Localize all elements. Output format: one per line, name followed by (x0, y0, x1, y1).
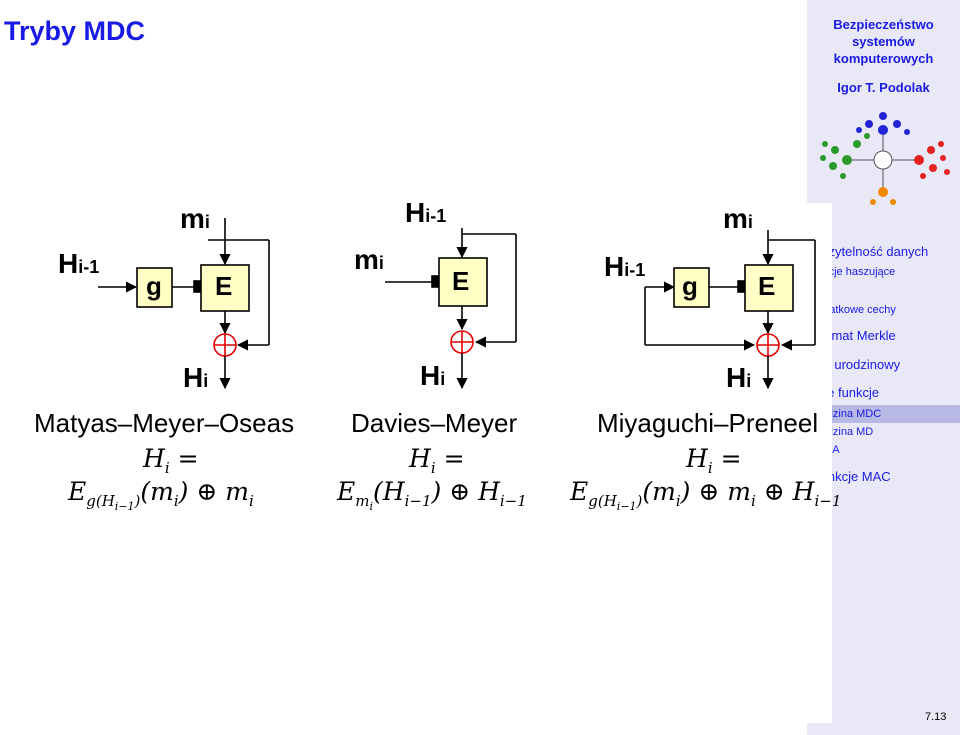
nav-section-integrity[interactable]: erzytelność danych (817, 244, 929, 259)
caption-davies-meyer: Davies–Meyer (351, 408, 518, 438)
dm-input-m-label: mi (354, 244, 384, 275)
sidebar: Bezpieczeństwo systemów komputerowych Ig… (807, 0, 960, 735)
formula-dm-lhs: Hi = (409, 444, 465, 477)
mmo-input-h-label: Hi-1 (58, 248, 100, 279)
formula-mp-rhs: Eg(Hi−1)(mi) ⊕ mi ⊕ Hi−1 (570, 477, 842, 513)
mp-e-label: E (758, 271, 776, 301)
page-number: 7.13 (925, 711, 947, 723)
mmo-output-h-label: Hi (183, 362, 209, 393)
nav-item-extra-features[interactable]: odatkowe cechy (817, 304, 896, 316)
dm-output-h-label: Hi (420, 360, 446, 391)
nav-item-mdc-family[interactable]: rodzina MDC (807, 405, 960, 423)
mp-input-h-label: Hi-1 (604, 251, 646, 282)
sidebar-nav: erzytelność danych nkcje haszujące ES od… (807, 0, 960, 735)
nav-section-mac[interactable]: funkcje MAC (817, 469, 891, 484)
nav-section-other-functions[interactable]: ine funkcje (817, 385, 880, 400)
diagram-miyaguchi-preneel (644, 230, 816, 390)
mmo-input-m-label: mi (180, 203, 210, 234)
formula-dm-rhs: Emi(Hi−1) ⊕ Hi−1 (337, 477, 527, 513)
diagram-matyas-meyer-oseas (98, 218, 270, 390)
formula-mp-lhs: Hi = (686, 444, 742, 477)
dm-input-h-label: Hi-1 (405, 197, 447, 228)
nav-item-hash-functions[interactable]: nkcje haszujące (817, 266, 896, 278)
caption-matyas-meyer-oseas: Matyas–Meyer–Oseas (34, 408, 295, 438)
mp-output-h-label: Hi (726, 362, 752, 393)
course-title[interactable]: Bezpieczeństwo systemów komputerowych (833, 17, 934, 66)
formula-mmo-rhs: Eg(Hi−1)(mi) ⊕ mi (68, 477, 254, 513)
formula-mmo-lhs: Hi = (143, 444, 199, 477)
nav-section-birthday-attack[interactable]: ak urodzinowy (817, 357, 901, 372)
mp-g-label: g (682, 271, 698, 301)
mp-input-m-label: mi (723, 203, 753, 234)
page-title: Tryby MDC (4, 16, 146, 46)
mmo-e-label: E (215, 271, 233, 301)
diagram-davies-meyer (385, 228, 517, 390)
caption-miyaguchi-preneel: Miyaguchi–Preneel (597, 408, 819, 438)
dm-e-label: E (452, 266, 470, 296)
university-logo-icon (820, 112, 950, 205)
figure-background (807, 203, 832, 723)
nav-section-merkle[interactable]: hemat Merkle (817, 328, 896, 343)
author-name[interactable]: Igor T. Podolak (837, 80, 930, 95)
mmo-g-label: g (146, 271, 162, 301)
